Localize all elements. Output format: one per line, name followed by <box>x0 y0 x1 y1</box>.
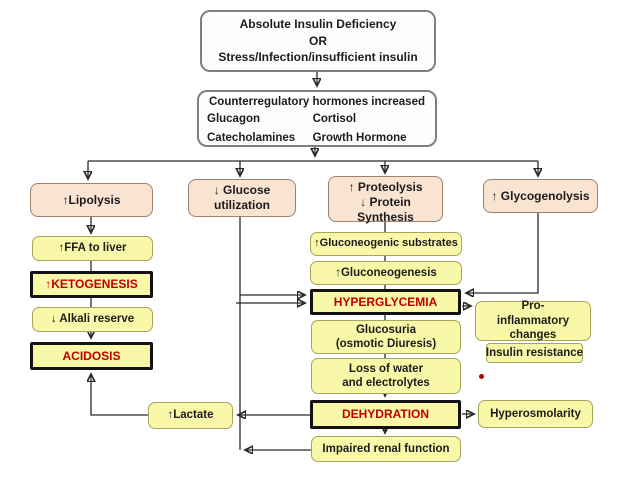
alkali-reserve-label: ↓ Alkali reserve <box>50 313 135 326</box>
ffa-to-liver-label: ↑FFA to liver <box>58 242 127 255</box>
gluconeogenic-substrates-label: ↑Gluconeogenic substrates <box>314 237 458 250</box>
dehydration-label: DEHYDRATION <box>341 407 430 421</box>
node-counterregulatory-hormones: Counterregulatory hormones increased Glu… <box>197 90 437 147</box>
node-gluconeogenesis: ↑Gluconeogenesis <box>310 261 462 285</box>
hyperosmolarity-label: Hyperosmolarity <box>490 407 581 420</box>
ketogenesis-label: ↑KETOGENESIS <box>45 277 138 291</box>
node-glucose-utilization: ↓ Glucose utilization <box>188 179 296 217</box>
node-hyperosmolarity: Hyperosmolarity <box>478 400 593 428</box>
glucose-utilization-label: ↓ Glucose utilization <box>213 183 271 212</box>
pro-inflammatory-label: Pro-inflammatory changes <box>496 300 570 342</box>
node-ffa-to-liver: ↑FFA to liver <box>32 236 153 261</box>
glycogenolysis-label: ↑ Glycogenolysis <box>491 188 590 203</box>
glucosuria-label: Glucosuria (osmotic Diuresis) <box>335 323 437 350</box>
node-hyperglycemia: HYPERGLYCEMIA <box>310 289 461 315</box>
node-insulin-deficiency: Absolute Insulin Deficiency OR Stress/In… <box>200 10 436 72</box>
lipolysis-label: ↑Lipolysis <box>62 192 121 207</box>
node-dehydration: DEHYDRATION <box>310 400 461 429</box>
lactate-label: ↑Lactate <box>167 409 214 422</box>
proteolysis-line1: ↑ Proteolysis <box>348 180 423 194</box>
proteolysis-line2: ↓ Protein Synthesis <box>357 195 414 224</box>
acidosis-label: ACIDOSIS <box>62 348 121 363</box>
arrow-lactate-to-acidosis <box>91 375 148 416</box>
node-gluconeogenic-substrates: ↑Gluconeogenic substrates <box>310 232 462 256</box>
node-pro-inflammatory-changes: Pro-inflammatory changes <box>475 300 591 342</box>
red-dot-marker <box>479 374 484 379</box>
insulin-resistance-label: Insulin resistance <box>485 346 584 359</box>
node-loss-of-water: Loss of water and electrolytes <box>311 358 461 394</box>
impaired-renal-function-label: Impaired renal function <box>322 442 450 455</box>
insulin-deficiency-line2: OR <box>309 33 327 48</box>
hormone-glucagon: Glucagon <box>207 113 261 126</box>
node-ketogenesis: ↑KETOGENESIS <box>30 271 153 298</box>
gluconeogenesis-label: ↑Gluconeogenesis <box>335 266 437 279</box>
hormones-grid: Glucagon Cortisol Catecholamines Growth … <box>203 112 431 145</box>
node-lactate: ↑Lactate <box>148 402 233 429</box>
hormone-cortisol: Cortisol <box>312 113 357 126</box>
hormones-title: Counterregulatory hormones increased <box>209 96 425 108</box>
node-alkali-reserve: ↓ Alkali reserve <box>32 307 153 332</box>
node-insulin-resistance: Insulin resistance <box>486 343 583 363</box>
node-glucosuria: Glucosuria (osmotic Diuresis) <box>311 320 461 354</box>
insulin-deficiency-line1: Absolute Insulin Deficiency <box>239 17 397 32</box>
insulin-deficiency-line3: Stress/Infection/insufficient insulin <box>218 49 418 64</box>
hyperglycemia-label: HYPERGLYCEMIA <box>333 294 438 309</box>
node-proteolysis: ↑ Proteolysis ↓ Protein Synthesis <box>328 176 443 224</box>
node-lipolysis: ↑Lipolysis <box>30 183 153 217</box>
node-acidosis: ACIDOSIS <box>30 342 153 370</box>
loss-of-water-label: Loss of water and electrolytes <box>342 362 430 389</box>
node-glycogenolysis: ↑ Glycogenolysis <box>483 179 598 213</box>
arrow-glycogenolysis-to-hyperglycemia <box>467 213 539 293</box>
hormone-catecholamines: Catecholamines <box>207 131 296 144</box>
hormone-growth-hormone: Growth Hormone <box>312 131 407 144</box>
node-impaired-renal-function: Impaired renal function <box>311 436 461 462</box>
